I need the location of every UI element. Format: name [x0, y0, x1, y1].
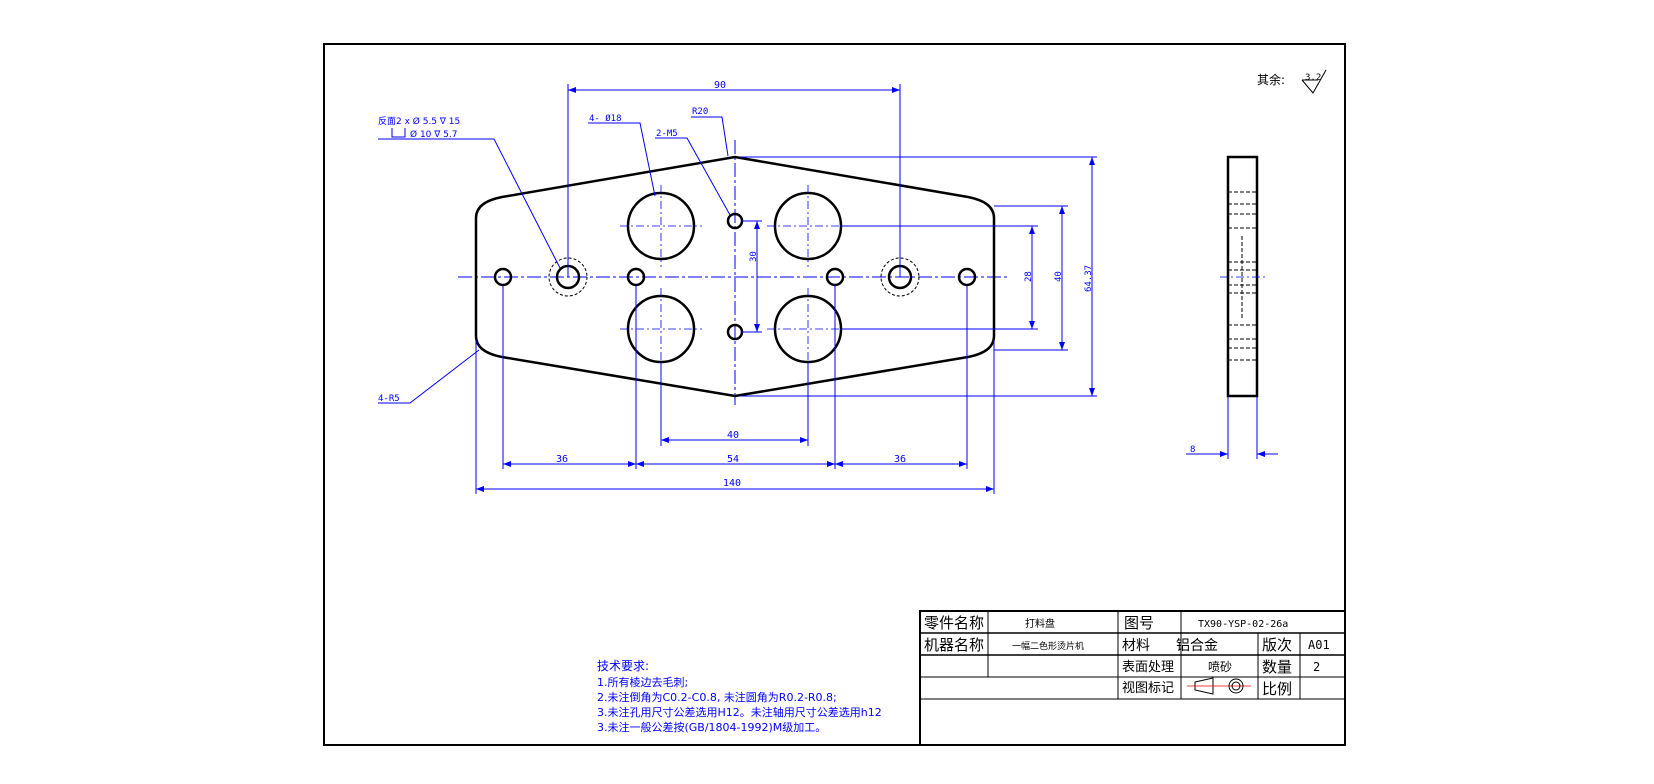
part-name-label: 零件名称 [924, 614, 984, 632]
scale-label: 比例 [1262, 680, 1292, 698]
surface-value: 喷砂 [1208, 660, 1232, 674]
dim-36-right: 36 [894, 454, 906, 465]
plate-side-view [1220, 155, 1265, 398]
roughness-label: 其余: [1257, 72, 1285, 87]
dim-m5: 2-M5 [656, 129, 678, 139]
dim-r5: 4-R5 [378, 394, 400, 404]
roughness-value: 3.2 [1305, 73, 1321, 83]
roughness-note: 其余: 3.2 [1257, 69, 1327, 94]
material-value: 铝合金 [1176, 638, 1218, 654]
dim-54: 54 [727, 454, 739, 465]
note-4: 3.未注一般公差按(GB/1804-1992)M级加工。 [597, 720, 826, 734]
dim-back-line2: Ø 10 ∇ 5.7 [410, 129, 457, 140]
dim-28: 28 [1024, 271, 1034, 282]
sheet-border [323, 43, 1346, 746]
dim-40-horizontal: 40 [727, 430, 739, 441]
dim-140: 140 [723, 478, 741, 489]
dimension-labels: 90 R20 4- Ø18 2-M5 反面2 x Ø 5.5 ∇ 15 Ø 10… [378, 80, 1195, 489]
note-1: 1.所有棱边去毛刺; [597, 675, 688, 689]
plate-front-view [458, 140, 1008, 405]
qty-label: 数量 [1262, 658, 1292, 676]
plate-outline [474, 155, 996, 398]
dim-r20: R20 [692, 107, 708, 117]
drawing-no-label: 图号 [1124, 614, 1154, 632]
title-block [919, 610, 1346, 746]
machine-value: 一幅二色形烫片机 [1012, 640, 1084, 652]
dim-90: 90 [714, 80, 726, 91]
notes-title: 技术要求: [597, 659, 649, 673]
technical-notes: 技术要求: 1.所有棱边去毛刺; 2.未注倒角为C0.2-C0.8, 未注圆角为… [597, 659, 882, 734]
dim-holes-18: 4- Ø18 [589, 113, 622, 124]
note-3: 3.未注孔用尺寸公差选用H12。未注轴用尺寸公差选用h12 [597, 705, 882, 719]
machine-label: 机器名称 [924, 636, 984, 654]
projection-symbol-icon [1187, 677, 1251, 695]
version-value: A01 [1308, 638, 1330, 652]
dim-8: 8 [1190, 445, 1195, 455]
note-2: 2.未注倒角为C0.2-C0.8, 未注圆角为R0.2-R0.8; [597, 690, 837, 704]
title-block-text: 零件名称 打料盘 图号 TX90-YSP-02-26a 机器名称 一幅二色形烫片… [924, 614, 1330, 698]
material-label: 材料 [1122, 638, 1150, 654]
surface-label: 表面处理 [1122, 660, 1174, 675]
dim-64-37: 64.37 [1084, 265, 1094, 292]
view-mark-label: 视图标记 [1122, 681, 1174, 696]
qty-value: 2 [1313, 660, 1320, 674]
dim-36-left: 36 [556, 454, 568, 465]
part-name-value: 打料盘 [1025, 617, 1055, 630]
drawing-no-value: TX90-YSP-02-26a [1198, 619, 1288, 630]
dimensions [378, 84, 1278, 494]
dim-30: 30 [749, 251, 759, 262]
version-label: 版次 [1262, 636, 1292, 654]
dim-40-vertical: 40 [1054, 271, 1064, 282]
dim-back-line1: 反面2 x Ø 5.5 ∇ 15 [378, 116, 460, 127]
